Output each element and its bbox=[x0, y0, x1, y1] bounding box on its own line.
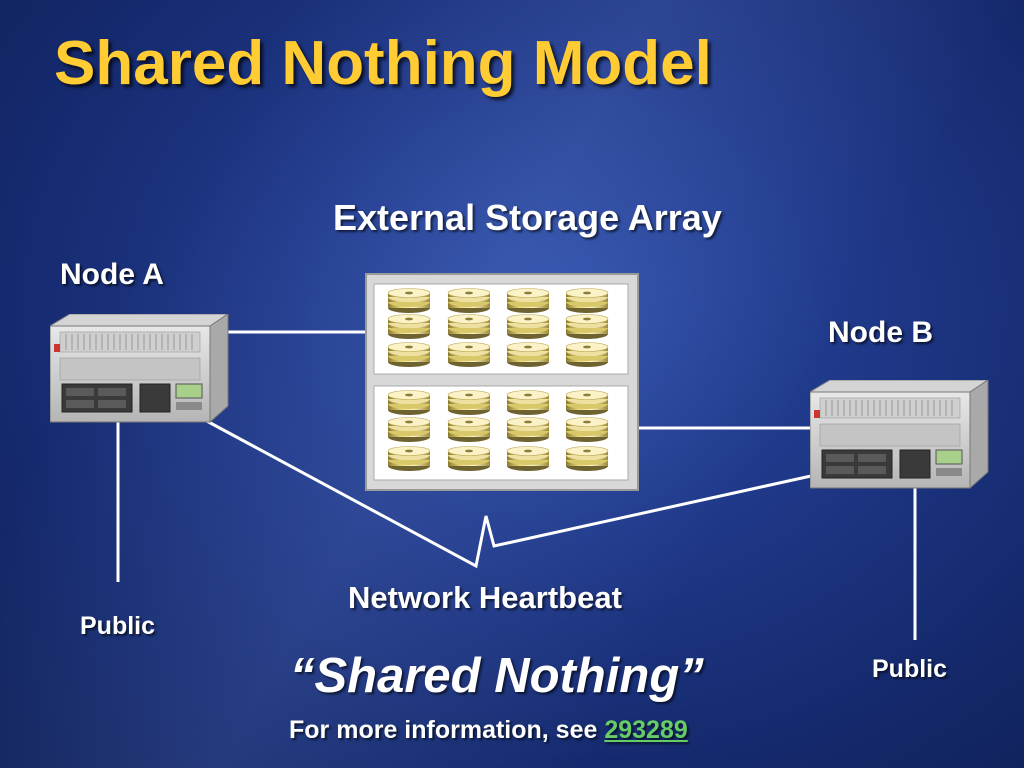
network-heartbeat-label: Network Heartbeat bbox=[348, 580, 622, 615]
storage-array-label: External Storage Array bbox=[333, 197, 722, 238]
storage-array bbox=[365, 273, 639, 491]
more-info-text: For more information, see bbox=[289, 716, 605, 744]
public-label-node-b: Public bbox=[872, 655, 948, 683]
node-a-label: Node A bbox=[60, 258, 164, 291]
kb-article-link[interactable]: 293289 bbox=[604, 716, 688, 744]
more-info-line: For more information, see 293289 bbox=[289, 716, 688, 745]
node-b-server-icon bbox=[810, 380, 989, 489]
public-label-node-a: Public bbox=[80, 612, 156, 640]
slide-title: Shared Nothing Model bbox=[54, 29, 712, 98]
tagline: “Shared Nothing” bbox=[290, 649, 704, 703]
node-b-label: Node B bbox=[828, 316, 933, 349]
heartbeat-link bbox=[189, 410, 839, 569]
node-a-server-icon bbox=[50, 314, 229, 423]
